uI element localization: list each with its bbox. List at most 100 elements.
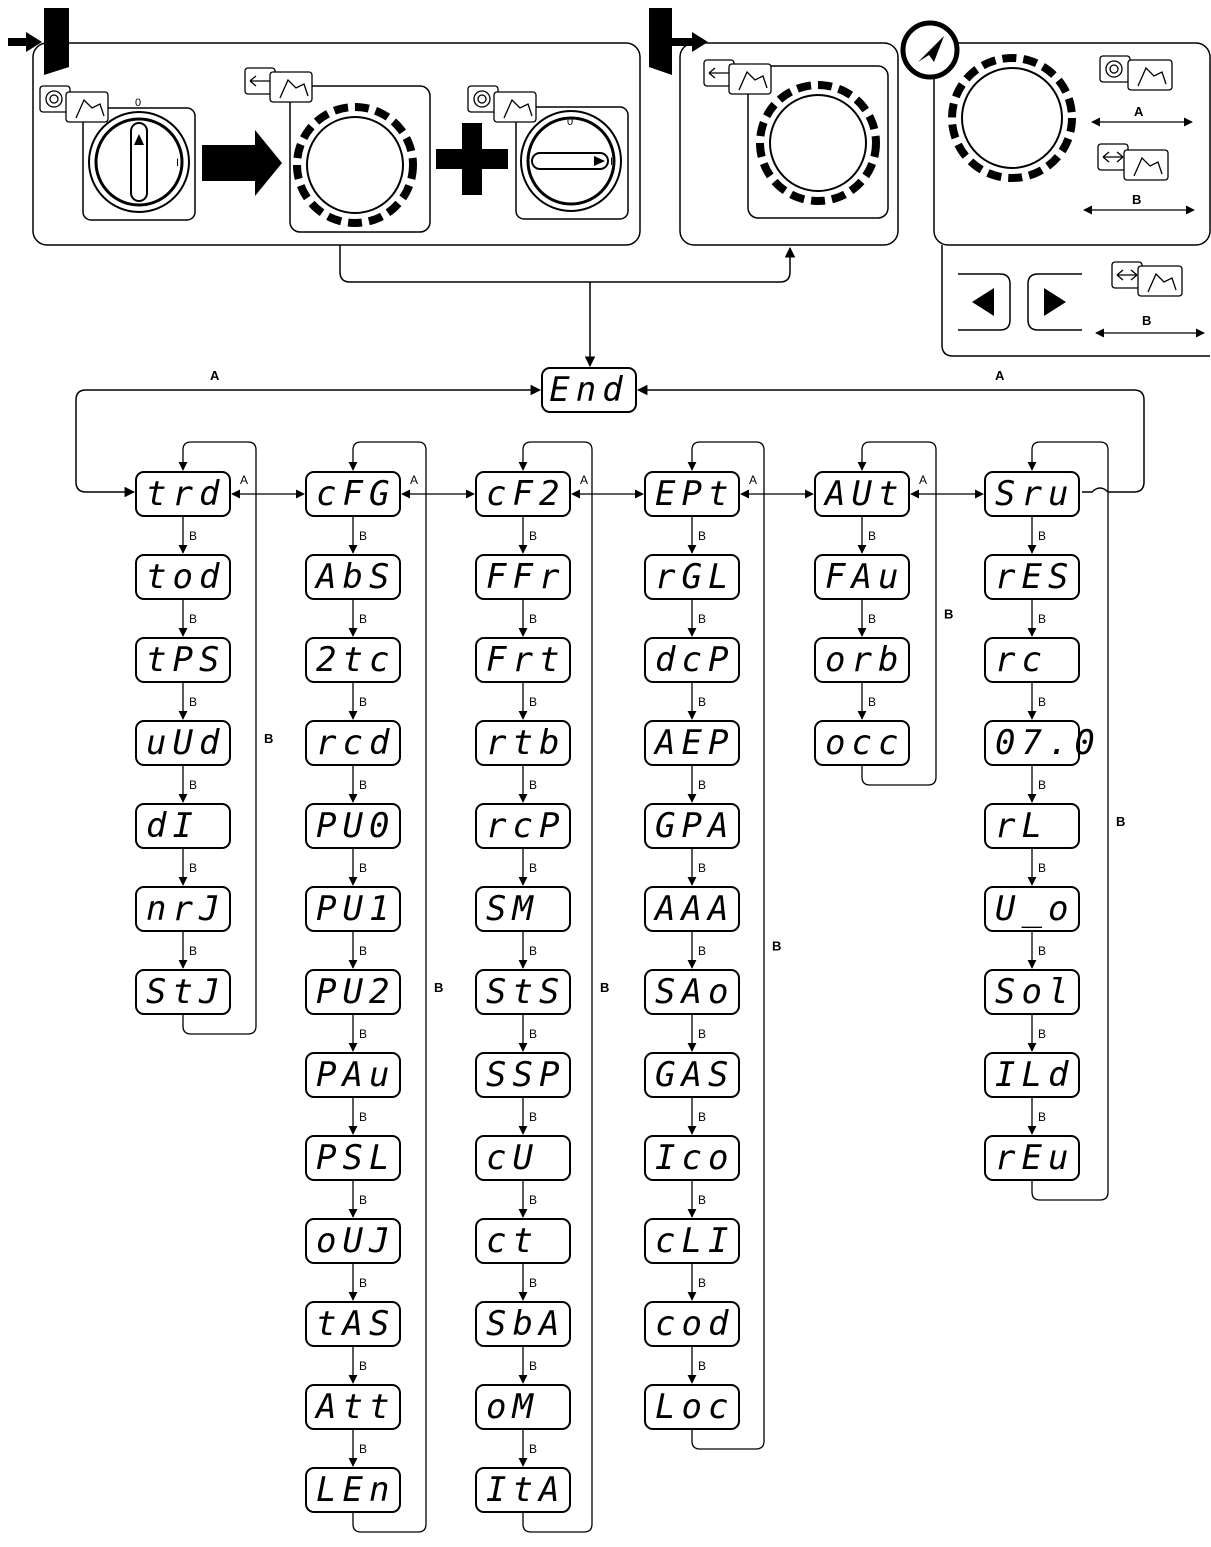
menu-item-orb[interactable]: orb [814, 637, 910, 683]
menu-item-ouj[interactable]: oUJ [305, 1218, 401, 1264]
menu-item-gpa[interactable]: GPA [644, 803, 740, 849]
menu-item-di[interactable]: dI [135, 803, 231, 849]
menu-item-070[interactable]: 07.0 [984, 720, 1101, 766]
menu-item-reu[interactable]: rEu [984, 1135, 1080, 1181]
menu-item-sba[interactable]: SbA [475, 1301, 571, 1347]
menu-item-sru[interactable]: Sru [984, 471, 1080, 517]
menu-item-label: StJ [146, 972, 225, 1012]
menu-link-label: B [1038, 529, 1046, 543]
menu-item-ssp[interactable]: SSP [475, 1052, 571, 1098]
menu-item-label: Sru [995, 474, 1074, 514]
menu-loop-line [348, 441, 427, 1533]
menu-item-att[interactable]: Att [305, 1384, 401, 1430]
menu-link-label: B [1038, 1027, 1046, 1041]
menu-item-dcp[interactable]: dcP [644, 637, 740, 683]
menu-item-cfg[interactable]: cFG [305, 471, 401, 517]
menu-column-3: cF2BFFrBFrtBrtbBrcPBSMBStSBSSPBcUBctBSbA… [475, 441, 609, 1533]
menu-link-label: B [359, 1442, 367, 1456]
menu-column-4: EPtBrGLBdcPBAEPBGPABAAABSAoBGASBIcoBcLIB… [644, 441, 781, 1450]
end-box[interactable]: End [541, 367, 637, 413]
menu-item-rcp[interactable]: rcP [475, 803, 571, 849]
menu-item-label: Sol [995, 972, 1074, 1012]
header-link-label: A [410, 473, 418, 487]
menu-item-rgl[interactable]: rGL [644, 554, 740, 600]
menu-item-label: AEP [653, 723, 734, 763]
menu-item-label: ItA [486, 1470, 565, 1510]
menu-item-res[interactable]: rES [984, 554, 1080, 600]
menu-item-cod[interactable]: cod [644, 1301, 740, 1347]
menu-item-loc[interactable]: Loc [644, 1384, 740, 1430]
menu-item-label: oM [486, 1387, 539, 1427]
menu-item-label: PU1 [316, 889, 395, 929]
menu-item-om[interactable]: oM [475, 1384, 571, 1430]
menu-item-ffr[interactable]: FFr [475, 554, 571, 600]
menu-item-rl[interactable]: rL [984, 803, 1080, 849]
nav-label-a: A [1134, 104, 1144, 119]
menu-item-occ[interactable]: occ [814, 720, 910, 766]
menu-link-label: B [359, 1027, 367, 1041]
menu-item-fau[interactable]: FAu [814, 554, 910, 600]
menu-item-nrj[interactable]: nrJ [135, 886, 231, 932]
menu-item-aaa[interactable]: AAA [644, 886, 740, 932]
menu-item-sao[interactable]: SAo [644, 969, 740, 1015]
menu-item-aep[interactable]: AEP [644, 720, 740, 766]
menu-item-pu0[interactable]: PU0 [305, 803, 401, 849]
menu-item-pu2[interactable]: PU2 [305, 969, 401, 1015]
menu-link-label: B [529, 1359, 537, 1373]
menu-link-label: B [189, 529, 197, 543]
menu-item-sts[interactable]: StS [475, 969, 571, 1015]
menu-item-ico[interactable]: Ico [644, 1135, 740, 1181]
enter-door-icon [8, 8, 69, 75]
menu-item-label: orb [825, 640, 904, 680]
menu-item-pu1[interactable]: PU1 [305, 886, 401, 932]
menu-item-stj[interactable]: StJ [135, 969, 231, 1015]
menu-link-label: B [359, 1110, 367, 1124]
menu-link-label: B [1038, 612, 1046, 626]
menu-item-cli[interactable]: cLI [644, 1218, 740, 1264]
menu-item-tas[interactable]: tAS [305, 1301, 401, 1347]
enter-panel: 0 I [8, 8, 641, 246]
menu-item-rtb[interactable]: rtb [475, 720, 571, 766]
menu-item-uud[interactable]: uUd [135, 720, 231, 766]
menu-item-len[interactable]: LEn [305, 1467, 401, 1513]
arrow-right-button[interactable] [1027, 273, 1082, 331]
menu-item-sm[interactable]: SM [475, 886, 571, 932]
menu-item-sol[interactable]: Sol [984, 969, 1080, 1015]
menu-link-label: B [1038, 944, 1046, 958]
menu-item-ita[interactable]: ItA [475, 1467, 571, 1513]
menu-link-label: B [359, 778, 367, 792]
menu-item-uo[interactable]: U_o [984, 886, 1080, 932]
menu-item-aut[interactable]: AUt [814, 471, 910, 517]
menu-item-gas[interactable]: GAS [644, 1052, 740, 1098]
menu-link-label: B [529, 1276, 537, 1290]
menu-link-label: B [359, 861, 367, 875]
menu-item-rc[interactable]: rc [984, 637, 1080, 683]
menu-item-2tc[interactable]: 2tc [305, 637, 401, 683]
menu-item-ept[interactable]: EPt [644, 471, 740, 517]
menu-item-cu[interactable]: cU [475, 1135, 571, 1181]
arrow-left-button[interactable] [958, 273, 1011, 331]
menu-link-label: B [529, 529, 537, 543]
menu-item-tod[interactable]: tod [135, 554, 231, 600]
menu-link-label: B [1038, 778, 1046, 792]
menu-link-label: B [698, 1110, 706, 1124]
menu-item-label: rcP [486, 806, 565, 846]
menu-loop-label: B [772, 939, 781, 954]
menu-item-ct[interactable]: ct [475, 1218, 571, 1264]
navigation-arrow-icon [900, 20, 960, 80]
control-knob-icon [747, 65, 889, 219]
menu-item-cf2[interactable]: cF2 [475, 471, 571, 517]
menu-item-tps[interactable]: tPS [135, 637, 231, 683]
menu-item-label: rES [995, 557, 1074, 597]
main-switch-on: 0 I [467, 85, 629, 220]
menu-loop-line [178, 441, 257, 1035]
menu-item-psl[interactable]: PSL [305, 1135, 401, 1181]
menu-item-abs[interactable]: AbS [305, 554, 401, 600]
menu-item-rcd[interactable]: rcd [305, 720, 401, 766]
menu-item-pau[interactable]: PAu [305, 1052, 401, 1098]
menu-link-label: B [529, 695, 537, 709]
navigation-panel: A B B [900, 20, 1211, 357]
menu-item-ild[interactable]: ILd [984, 1052, 1080, 1098]
menu-item-frt[interactable]: Frt [475, 637, 571, 683]
menu-item-trd[interactable]: trd [135, 471, 231, 517]
